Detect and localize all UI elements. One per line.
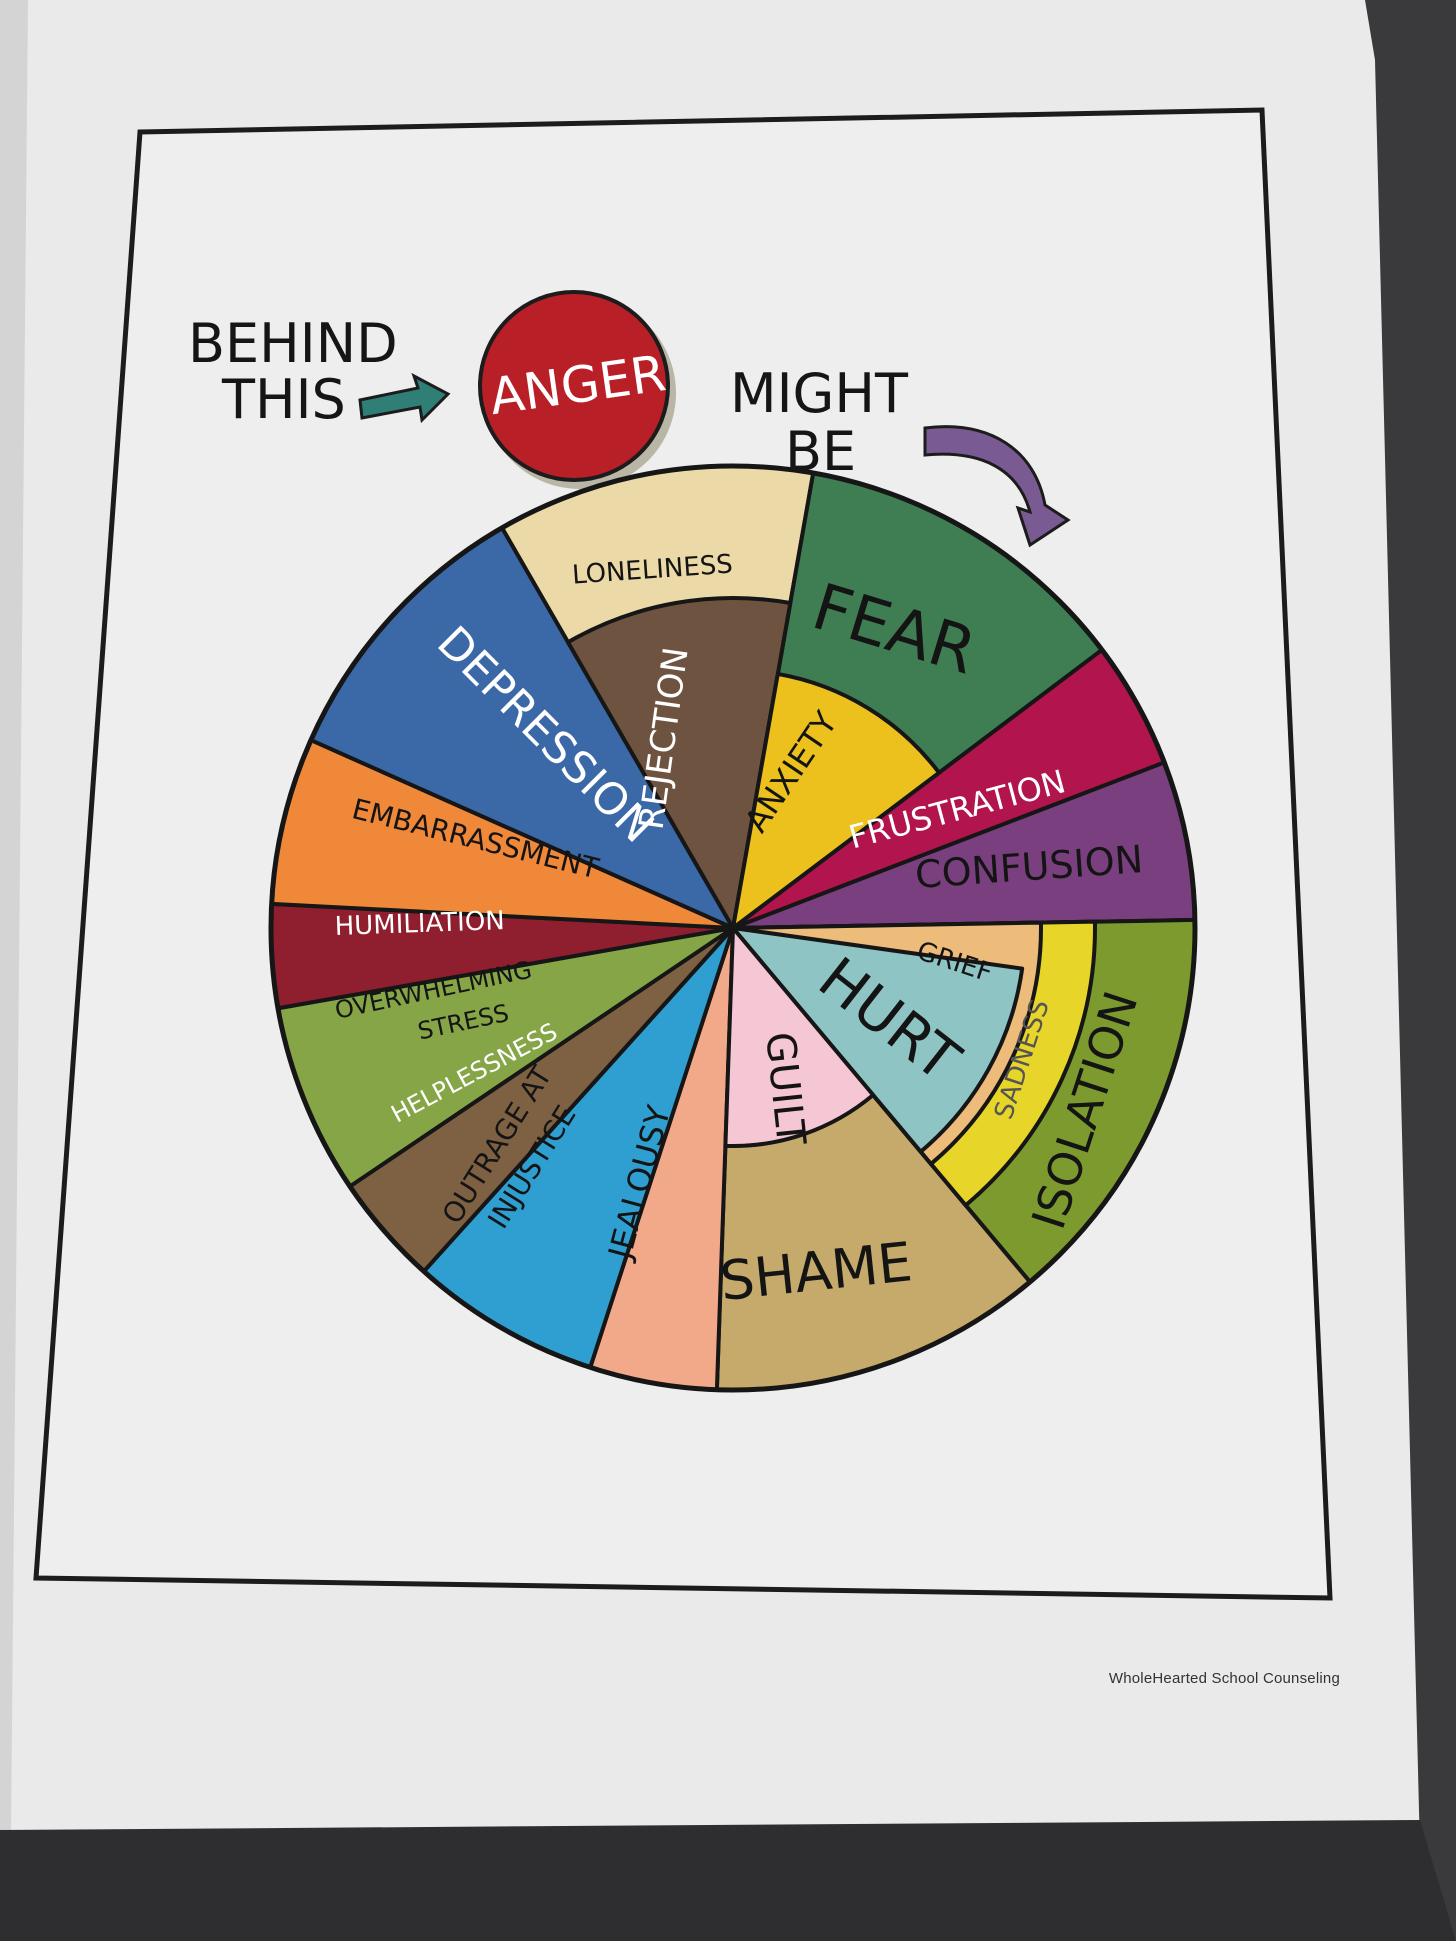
arrow-right-icon xyxy=(923,425,1071,548)
paper-left-edge xyxy=(0,0,28,1941)
behind-text: BEHIND xyxy=(188,312,398,375)
paper-bottom-shadow xyxy=(0,1820,1456,1941)
this-text: THIS xyxy=(221,368,346,431)
segment-hurt xyxy=(731,926,1025,1154)
anger-circle: ANGER xyxy=(478,290,676,489)
arrow-left-icon xyxy=(358,372,451,424)
emotion-wheel: LONELINESS FEAR FRUSTRATION CONFUSION IS… xyxy=(268,463,1198,1393)
segment-guilt xyxy=(723,926,876,1148)
wheel-segments xyxy=(268,463,1198,1393)
might-text: MIGHT xyxy=(730,362,909,425)
footer-brand: WholeHearted School Counseling xyxy=(1108,1670,1340,1687)
segment-anxiety xyxy=(731,671,942,930)
label-humiliation: HUMILIATION xyxy=(334,906,505,942)
segment-rejection xyxy=(566,596,793,930)
wheel-outline xyxy=(268,463,1198,1393)
header-behind-this: BEHIND THIS xyxy=(188,312,398,431)
